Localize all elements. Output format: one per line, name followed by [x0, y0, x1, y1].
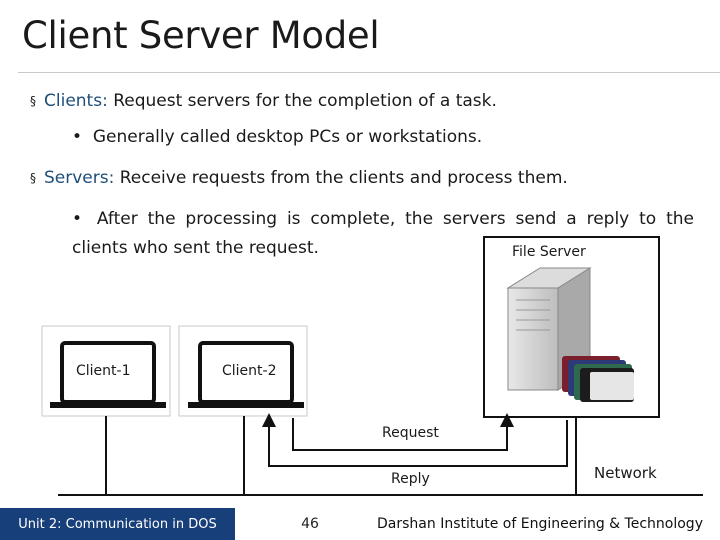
square-bullet-icon: §	[30, 171, 36, 185]
clients-keyword: Clients:	[44, 91, 108, 111]
footer-institute: Darshan Institute of Engineering & Techn…	[377, 516, 703, 532]
bullet-servers: § Servers: Receive requests from the clie…	[30, 168, 568, 188]
servers-text: Receive requests from the clients and pr…	[114, 168, 568, 188]
reply-arrow	[262, 413, 568, 467]
client-2-laptop-icon	[178, 325, 308, 417]
folders-icon	[562, 356, 634, 402]
request-label: Request	[382, 425, 439, 441]
client-2-label: Client-2	[222, 363, 277, 379]
bullet-clients: § Clients: Request servers for the comple…	[30, 91, 497, 111]
square-bullet-icon: §	[30, 94, 36, 108]
file-server-icon	[483, 236, 660, 418]
footer-page-number: 46	[301, 516, 319, 532]
clients-text: Request servers for the completion of a …	[107, 91, 497, 111]
request-arrow	[292, 413, 514, 451]
network-label: Network	[594, 464, 657, 482]
dot-bullet-icon: •	[72, 209, 83, 229]
slide-title: Client Server Model	[22, 14, 380, 57]
servers-sub-text: After the processing is complete, the se…	[72, 209, 695, 258]
dot-bullet-icon: •	[72, 127, 83, 147]
client-1-label: Client-1	[76, 363, 131, 379]
sub-bullet-clients: • Generally called desktop PCs or workst…	[72, 127, 482, 147]
clients-sub-text: Generally called desktop PCs or workstat…	[92, 127, 483, 147]
reply-label: Reply	[391, 471, 430, 487]
title-divider	[18, 72, 720, 73]
footer-course: Unit 2: Communication in DOS	[0, 508, 235, 540]
servers-keyword: Servers:	[44, 168, 115, 188]
sub-bullet-servers: • After the processing is complete, the …	[72, 205, 694, 263]
client-1-laptop-icon	[41, 325, 171, 417]
file-server-label: File Server	[512, 244, 586, 260]
